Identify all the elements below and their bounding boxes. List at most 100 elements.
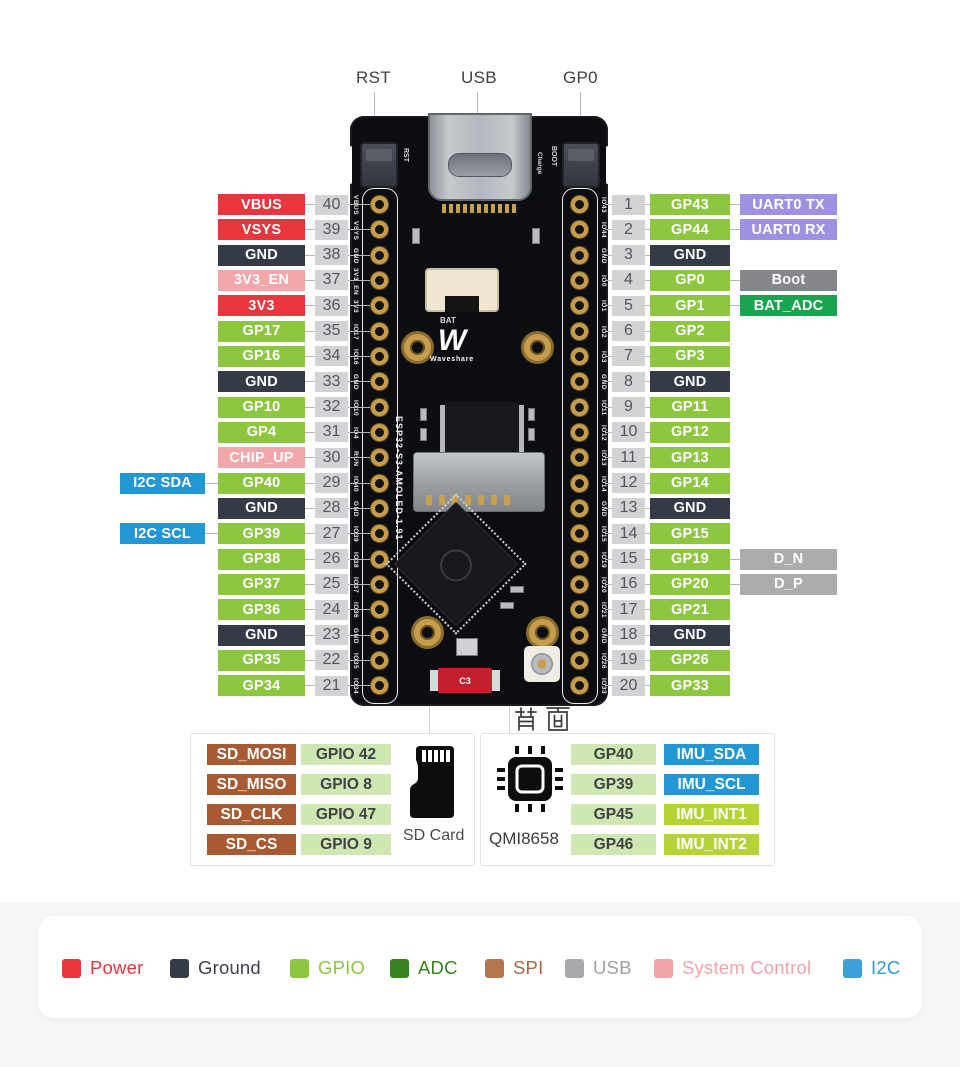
pin-hole [570,474,588,492]
imu-gpio: GP45 [571,804,656,825]
sd-gpio: GPIO 42 [301,744,391,765]
pin-name-badge: 3V3 [218,295,305,317]
connector-line [605,507,612,509]
pin-hole [570,196,588,213]
pin-hole [370,373,388,391]
connector-line [645,305,650,307]
legend-color-swatch [390,958,409,978]
connector-line [605,431,612,433]
connector-line [645,583,650,585]
connector-line [605,279,612,281]
pin-hole [370,601,388,619]
pin-name-badge: GP43 [650,194,730,215]
connector-line [305,685,315,687]
connector-line [605,533,612,535]
pin-hole [370,423,388,441]
connector-line [730,204,740,205]
passive-component [510,586,524,593]
pin-silk-label: GND [600,247,607,264]
pin-number: 36 [315,295,348,316]
pin-name-badge: VBUS [218,194,305,215]
imu-gpio: GP40 [571,744,656,765]
passive-component [420,408,427,421]
connector-line [305,482,315,484]
pin-hole [570,601,588,619]
sd-card-table: SD_MOSI GPIO 42 SD_MISO GPIO 8 SD_CLK GP… [190,733,475,866]
pin-hole [570,525,588,543]
pin-silk-label: GND [600,500,607,517]
pin-name-badge: GND [650,371,730,393]
connector-line [605,381,612,383]
pin-hole [570,626,588,644]
flash-chip [445,402,519,458]
connector-line [348,482,370,484]
top-label-gp0: GP0 [563,68,598,87]
pin-number: 27 [315,523,348,544]
connector-line [645,659,650,661]
pin-name-badge: GP15 [650,523,730,545]
boot-button [562,142,600,188]
pin-number: 17 [612,599,645,620]
pin-silk-label: IO20 [600,576,607,593]
pin-name-badge: GP10 [218,396,305,418]
connector-line [730,558,740,560]
legend-color-swatch [485,958,504,978]
legend-label: USB [593,957,632,978]
pin-name-badge: GP34 [218,675,305,697]
pin-hole [570,449,588,467]
pin-name-badge: GP19 [650,548,730,570]
pin-number: 22 [315,650,348,671]
connector-line [605,457,612,459]
pin-silk-label: GND [600,627,607,644]
pin-name-badge: GP36 [218,599,305,621]
pin-number: 2 [612,219,645,240]
connector-line [605,634,612,636]
connector-line [348,229,370,231]
pin-name-badge: GND [218,244,305,266]
pin-silk-label: VSYS [352,220,359,240]
pin-number: 34 [315,346,348,367]
pin-name-badge: GP0 [650,269,730,291]
pin-number: 37 [315,270,348,291]
connector-line [305,457,315,459]
pin-name-badge: GP11 [650,396,730,418]
connector-line [605,558,612,560]
pin-number: 38 [315,245,348,266]
pin-silk-label: IO0 [600,274,607,287]
pin-hole [370,474,388,492]
imu-chip-icon [497,746,563,812]
pin-hole [370,651,388,669]
imu-signal: IMU_INT1 [664,804,759,825]
pin-number: 32 [315,397,348,418]
connector-line [645,381,650,383]
pin-hole [370,196,388,213]
pin-silk-label: IO10 [352,399,359,416]
pin-hole [570,221,588,239]
pin-name-badge: GP13 [650,447,730,469]
legend-item: ADC [390,957,458,979]
pin-row-36: 3V3 36 [118,295,370,317]
legend-color-swatch [170,958,189,978]
function-badge: D_N [740,548,837,570]
sd-card-slot [413,452,545,512]
usb-solder-pads [442,204,518,213]
connector-line [348,330,370,332]
connector-line [605,254,612,256]
usb-c-connector [428,113,532,201]
pin-number: 13 [612,498,645,519]
connector-line [645,634,650,636]
pin-hole [570,322,588,340]
sd-signal: SD_CLK [207,804,296,825]
passive-component [532,228,540,244]
pin-silk-label: IO12 [600,424,607,442]
